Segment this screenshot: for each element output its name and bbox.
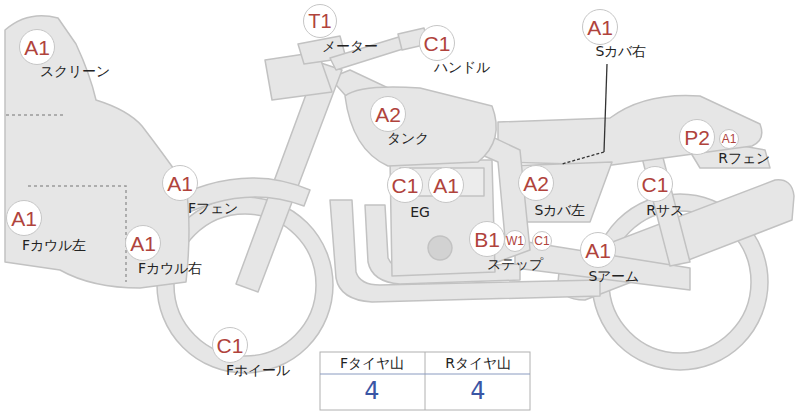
damage-code: B1 [474, 229, 500, 250]
part-name: ハンドル [434, 60, 490, 75]
part-name: Sカバ左 [535, 203, 586, 218]
rear-shock [640, 146, 690, 266]
damage-code: C1 [534, 235, 549, 247]
damage-code-circle: P2 [679, 119, 715, 155]
damage-code: C1 [642, 174, 669, 195]
part-name: Rサス [646, 203, 684, 218]
part-name: Fカウル左 [22, 238, 86, 253]
damage-code: C1 [392, 175, 419, 196]
damage-code-circle: A2 [518, 165, 554, 201]
table-header: Fタイヤ山 [340, 356, 404, 371]
table-divider [425, 352, 426, 410]
damage-code-circle: W1 [504, 230, 526, 252]
part-name: スクリーン [40, 64, 110, 79]
damage-code: P2 [684, 127, 710, 148]
part-name: タンク [387, 131, 429, 146]
fairing-split-line [6, 114, 66, 116]
leader-line [562, 152, 604, 164]
part-name: Sアーム [589, 269, 640, 284]
part-name: メーター [322, 39, 378, 54]
leader-line [604, 64, 607, 152]
table-value: 4 [470, 378, 485, 404]
damage-code-circle: C1 [387, 167, 423, 203]
damage-code-circle: A1 [162, 165, 198, 201]
damage-code-circle: A2 [370, 96, 406, 132]
damage-code: A1 [167, 173, 193, 194]
damage-code-circle: A1 [125, 225, 161, 261]
fairing-split-line [28, 186, 126, 282]
damage-code: A1 [24, 37, 50, 58]
damage-code: W1 [506, 235, 524, 247]
part-name: ステップ [487, 257, 543, 272]
part-name: Rフェン [718, 151, 770, 166]
damage-code-circle: A1 [19, 29, 55, 65]
crank-cover [428, 236, 452, 260]
engine [390, 160, 495, 276]
part-name: Fホイール [226, 363, 290, 378]
tread-table [320, 352, 530, 410]
damage-code-circle: B1 [469, 221, 505, 257]
damage-code: T1 [308, 11, 331, 31]
damage-code: A1 [722, 133, 737, 145]
damage-code: C1 [217, 335, 244, 356]
damage-code: A2 [523, 173, 549, 194]
damage-code-circle: A1 [719, 129, 739, 149]
damage-code-circle: C1 [212, 327, 248, 363]
damage-code: A1 [130, 233, 156, 254]
part-name: Fフェン [188, 201, 238, 216]
table-header: Rタイヤ山 [445, 356, 511, 371]
damage-code-circle: C1 [419, 25, 455, 61]
damage-code-circle: C1 [637, 166, 673, 202]
damage-code-circle: A1 [582, 9, 618, 45]
damage-code: A1 [433, 175, 459, 196]
damage-code: A1 [585, 240, 611, 261]
damage-code-circle: A1 [580, 232, 616, 268]
damage-code: C1 [424, 33, 451, 54]
part-name: EG [410, 205, 430, 220]
damage-code-circle: A1 [428, 167, 464, 203]
part-name: Fカウル右 [138, 261, 202, 276]
fuel-tank [345, 87, 496, 166]
damage-code: A2 [375, 104, 401, 125]
damage-code-circle: A1 [6, 200, 42, 236]
part-name: Sカバ右 [596, 44, 647, 59]
damage-code-circle: C1 [532, 231, 552, 251]
damage-code-circle: T1 [303, 4, 337, 38]
table-divider [320, 374, 530, 375]
front-fairing [5, 16, 189, 288]
table-value: 4 [364, 378, 379, 404]
damage-code: A1 [11, 208, 37, 229]
damage-code: A1 [587, 17, 613, 38]
